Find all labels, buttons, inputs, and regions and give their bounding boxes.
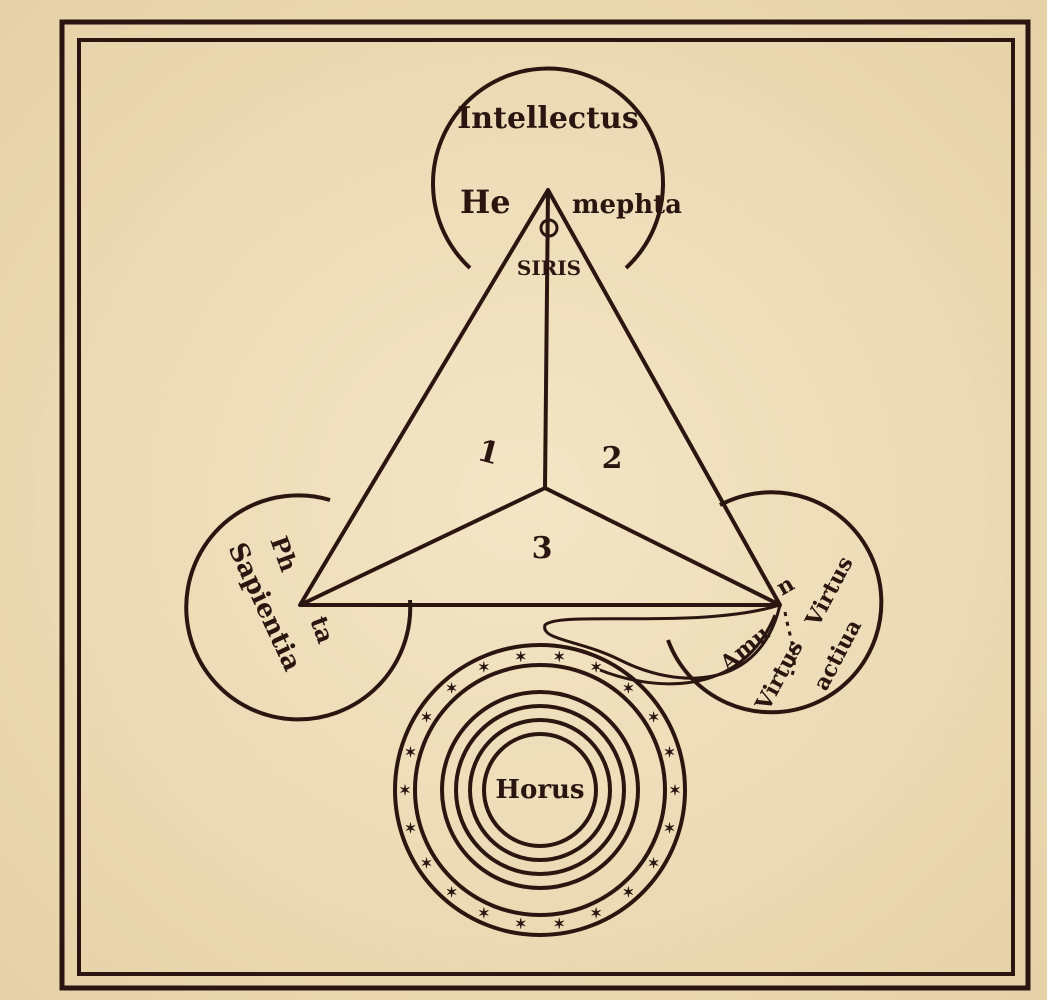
star-icon: ✶	[421, 856, 433, 872]
star-icon: ✶	[623, 885, 635, 901]
inner-frame	[77, 38, 1015, 976]
star-icon: ✶	[648, 856, 660, 872]
star-icon: ✶	[446, 681, 458, 697]
star-icon: ✶	[590, 906, 602, 922]
mephta-label: mephta	[572, 190, 682, 220]
star-icon: ✶	[648, 710, 660, 726]
he-label: He	[460, 183, 511, 221]
star-icon: ✶	[478, 906, 490, 922]
face-3-label: 3	[532, 531, 553, 566]
star-icon: ✶	[446, 885, 458, 901]
intellect-circle	[431, 66, 665, 270]
virtue-circle	[666, 490, 884, 715]
serpent-lines	[543, 603, 796, 686]
face-2-label: 2	[602, 441, 623, 476]
star-icon: ✶	[399, 783, 411, 799]
star-icon: ✶	[623, 681, 635, 697]
siris-label: SIRIS	[517, 256, 581, 280]
osiris-symbol-icon	[539, 218, 559, 238]
star-icon: ✶	[590, 660, 602, 676]
star-icon: ✶	[669, 783, 681, 799]
wisdom-circle	[184, 493, 413, 722]
horus-label: Horus	[495, 775, 584, 805]
star-icon: ✶	[515, 917, 527, 933]
pyramid	[298, 188, 782, 607]
intellectus-label: Intellectus	[457, 101, 639, 136]
star-icon: ✶	[478, 660, 490, 676]
star-icon: ✶	[405, 821, 417, 837]
star-icon: ✶	[515, 649, 527, 665]
star-icon: ✶	[664, 821, 676, 837]
star-icon: ✶	[421, 710, 433, 726]
star-ring: ✶ ✶ ✶ ✶ ✶ ✶ ✶ ✶ ✶ ✶ ✶ ✶ ✶ ✶ ✶ ✶ ✶ ✶ ✶ ✶ ✶ ✶	[399, 649, 681, 932]
horus-circles	[393, 643, 687, 937]
star-icon: ✶	[405, 745, 417, 761]
star-icon: ✶	[553, 917, 565, 933]
star-icon: ✶	[553, 649, 565, 665]
outer-frame	[59, 19, 1031, 991]
star-icon: ✶	[664, 745, 676, 761]
